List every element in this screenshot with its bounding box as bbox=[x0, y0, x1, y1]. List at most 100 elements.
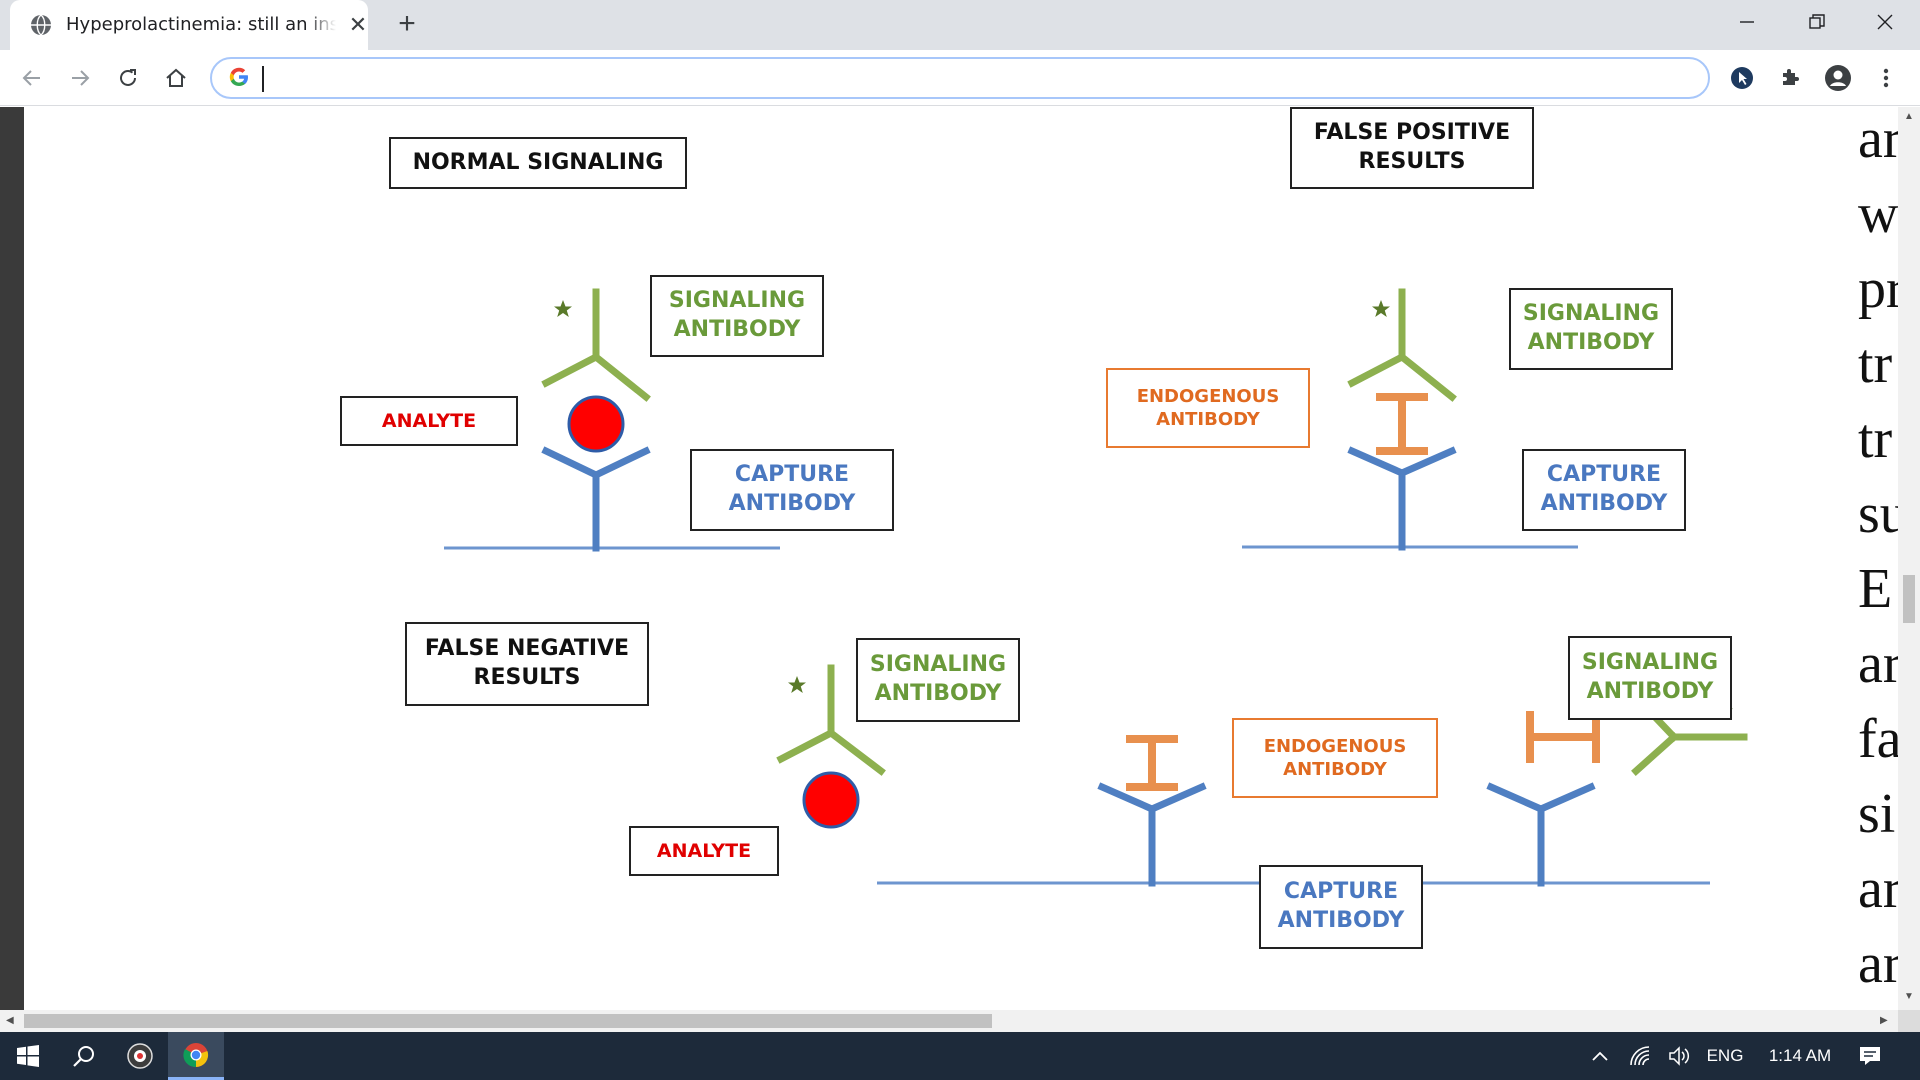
taskbar-app-camera[interactable] bbox=[112, 1032, 168, 1080]
vertical-scrollbar[interactable]: ▲ ▼ bbox=[1898, 107, 1920, 1010]
scroll-up-icon[interactable]: ▲ bbox=[1904, 111, 1914, 122]
label-signaling-antibody-false-negative-right: SIGNALING ANTIBODY bbox=[1568, 636, 1732, 720]
signaling-antibody-normal bbox=[541, 288, 651, 402]
start-button[interactable] bbox=[0, 1032, 56, 1080]
text-fragment: si bbox=[1858, 783, 1896, 845]
minimize-icon bbox=[1740, 21, 1754, 23]
minimize-button[interactable] bbox=[1712, 0, 1782, 44]
capture-antibody-false-negative-left bbox=[1097, 782, 1207, 887]
horizontal-scrollbar[interactable]: ◀ ▶ bbox=[0, 1010, 1898, 1032]
forward-button[interactable] bbox=[62, 60, 98, 96]
label-analyte-false-negative: ANALYTE bbox=[629, 826, 779, 876]
star-icon bbox=[788, 676, 806, 693]
chevron-up-icon bbox=[1592, 1051, 1608, 1061]
camera-app-icon bbox=[127, 1043, 153, 1069]
text-fragment: w bbox=[1858, 183, 1898, 245]
network-button[interactable] bbox=[1620, 1032, 1660, 1080]
scrollbar-corner bbox=[1898, 1010, 1920, 1032]
label-signaling-antibody-normal: SIGNALING ANTIBODY bbox=[650, 275, 824, 357]
taskbar-app-chrome[interactable] bbox=[168, 1032, 224, 1080]
text-fragment: ar bbox=[1858, 633, 1898, 695]
clock[interactable]: 1:14 AM bbox=[1768, 1046, 1832, 1065]
close-window-button[interactable] bbox=[1850, 0, 1920, 44]
more-vert-icon bbox=[1883, 68, 1889, 88]
arrow-left-icon bbox=[22, 70, 40, 86]
label-signaling-antibody-false-positive: SIGNALING ANTIBODY bbox=[1509, 288, 1673, 370]
left-edge-bar bbox=[0, 107, 24, 1010]
text-fragment: fa bbox=[1858, 708, 1898, 770]
vertical-scroll-thumb[interactable] bbox=[1903, 575, 1915, 623]
search-button[interactable] bbox=[56, 1032, 112, 1080]
notifications-button[interactable] bbox=[1842, 1032, 1898, 1080]
windows-logo-icon bbox=[17, 1045, 39, 1067]
label-endogenous-antibody-false-positive: ENDOGENOUS ANTIBODY bbox=[1106, 368, 1310, 448]
browser-tab[interactable]: Hypeprolactinemia: still an insidious di… bbox=[10, 0, 368, 50]
label-capture-antibody-normal: CAPTURE ANTIBODY bbox=[690, 449, 894, 531]
windows-taskbar: ENG 1:14 AM bbox=[0, 1032, 1920, 1080]
home-icon bbox=[166, 68, 186, 87]
star-icon bbox=[1372, 300, 1390, 317]
restore-button[interactable] bbox=[1782, 0, 1852, 44]
title-false-positive: FALSE POSITIVE RESULTS bbox=[1290, 107, 1534, 189]
chrome-icon bbox=[183, 1042, 209, 1067]
article-text-clipped: ar w pr tr tr su E ar fa si ar ar bbox=[1858, 107, 1898, 1010]
wifi-icon bbox=[1630, 1046, 1650, 1066]
account-circle-icon bbox=[1825, 65, 1851, 91]
signaling-antibody-false-negative bbox=[776, 664, 886, 776]
text-fragment: tr bbox=[1858, 408, 1893, 470]
language-indicator[interactable]: ENG bbox=[1706, 1046, 1744, 1065]
tab-strip: Hypeprolactinemia: still an insidious di… bbox=[0, 0, 1920, 50]
scroll-right-icon[interactable]: ▶ bbox=[1880, 1015, 1888, 1026]
home-button[interactable] bbox=[158, 60, 194, 96]
restore-icon bbox=[1809, 14, 1825, 29]
new-tab-button[interactable]: + bbox=[398, 7, 416, 40]
text-fragment: ar bbox=[1858, 858, 1898, 920]
text-fragment: E bbox=[1858, 558, 1893, 620]
horizontal-scroll-thumb[interactable] bbox=[24, 1014, 992, 1028]
text-fragment: pr bbox=[1858, 258, 1898, 320]
text-caret bbox=[262, 66, 264, 92]
diagram-graphics bbox=[444, 288, 1748, 887]
tab-close-icon[interactable]: ✕ bbox=[348, 12, 368, 37]
close-icon bbox=[1877, 14, 1893, 30]
back-button[interactable] bbox=[14, 60, 50, 96]
page-viewport: NORMAL SIGNALING SIGNALING ANTIBODY ANAL… bbox=[0, 107, 1920, 1010]
globe-icon bbox=[31, 14, 51, 36]
tray-overflow-button[interactable] bbox=[1570, 1032, 1630, 1080]
text-fragment: tr bbox=[1858, 333, 1893, 395]
scroll-left-icon[interactable]: ◀ bbox=[6, 1015, 14, 1026]
title-false-negative: FALSE NEGATIVE RESULTS bbox=[405, 622, 649, 706]
reload-button[interactable] bbox=[110, 60, 146, 96]
label-capture-antibody-false-negative: CAPTURE ANTIBODY bbox=[1259, 865, 1423, 949]
url-input[interactable] bbox=[260, 65, 1680, 91]
endogenous-antibody-false-negative-left bbox=[1126, 735, 1178, 791]
arrow-right-icon bbox=[72, 70, 90, 86]
notification-icon bbox=[1860, 1047, 1880, 1065]
signaling-antibody-false-positive bbox=[1347, 288, 1457, 402]
tab-title: Hypeprolactinemia: still an insidious di… bbox=[66, 14, 336, 36]
extension-cursor-button[interactable] bbox=[1724, 60, 1760, 96]
profile-button[interactable] bbox=[1820, 60, 1856, 96]
scroll-down-icon[interactable]: ▼ bbox=[1904, 991, 1914, 1002]
analyte-normal bbox=[567, 395, 625, 453]
volume-button[interactable] bbox=[1660, 1032, 1700, 1080]
puzzle-icon bbox=[1783, 69, 1799, 85]
menu-button[interactable] bbox=[1868, 60, 1904, 96]
address-bar[interactable] bbox=[210, 57, 1710, 99]
capture-antibody-false-positive bbox=[1347, 446, 1457, 551]
google-g-icon bbox=[228, 66, 250, 94]
label-endogenous-antibody-false-negative: ENDOGENOUS ANTIBODY bbox=[1232, 718, 1438, 798]
label-signaling-antibody-false-negative: SIGNALING ANTIBODY bbox=[856, 638, 1020, 722]
search-icon bbox=[73, 1046, 94, 1067]
capture-antibody-normal bbox=[541, 446, 651, 552]
speaker-icon bbox=[1669, 1046, 1690, 1066]
label-analyte-normal: ANALYTE bbox=[340, 396, 518, 446]
star-icon bbox=[554, 300, 572, 317]
analyte-false-negative bbox=[802, 771, 860, 829]
extensions-button[interactable] bbox=[1772, 60, 1808, 96]
text-fragment: su bbox=[1858, 483, 1898, 545]
text-fragment: ar bbox=[1858, 108, 1898, 170]
reload-icon bbox=[120, 69, 136, 86]
text-fragment: ar bbox=[1858, 933, 1898, 995]
